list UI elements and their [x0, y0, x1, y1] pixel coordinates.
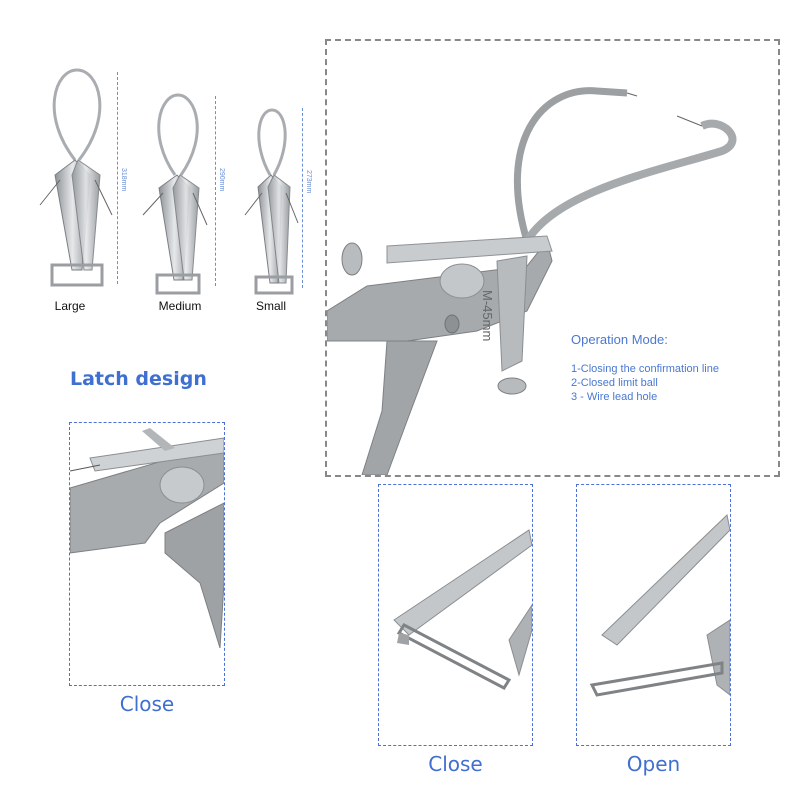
size-comparison — [30, 65, 330, 325]
operation-mode-title: Operation Mode: — [571, 332, 668, 347]
size-label-small: Small — [255, 299, 286, 313]
latch-close-panel — [69, 422, 225, 686]
engraving-text: M-45mm — [480, 290, 495, 342]
wire-open-panel — [576, 484, 731, 746]
dimension-label-medium: 290mm — [218, 168, 225, 192]
latch-design-heading: Latch design — [70, 368, 207, 390]
wire-open-image — [589, 514, 730, 697]
operation-item-3: 3 - Wire lead hole — [571, 391, 658, 403]
dimension-line-small — [302, 108, 303, 288]
operation-detail-panel — [325, 39, 780, 477]
wire-close-caption: Close — [428, 752, 483, 776]
operation-item-1: 1-Closing the confirmation line — [571, 363, 719, 375]
latch-detail-image — [327, 87, 737, 475]
latch-close-image — [70, 428, 224, 649]
dimension-label-large: 318mm — [120, 168, 127, 192]
dimension-line-medium — [215, 96, 216, 286]
operation-item-2: 2-Closed limit ball — [571, 377, 658, 389]
wire-close-panel — [378, 484, 533, 746]
latch-close-caption: Close — [119, 692, 175, 716]
forceps-large-image — [39, 68, 113, 287]
wire-close-image — [393, 529, 532, 690]
forceps-medium-image — [142, 93, 208, 295]
size-label-medium: Medium — [158, 299, 202, 313]
dimension-line-large — [117, 72, 118, 284]
wire-open-caption: Open — [626, 752, 681, 776]
size-label-large: Large — [54, 299, 86, 313]
forceps-small-image — [244, 108, 299, 295]
dimension-label-small: 273mm — [305, 170, 312, 194]
forceps-size-illustration — [39, 68, 299, 295]
